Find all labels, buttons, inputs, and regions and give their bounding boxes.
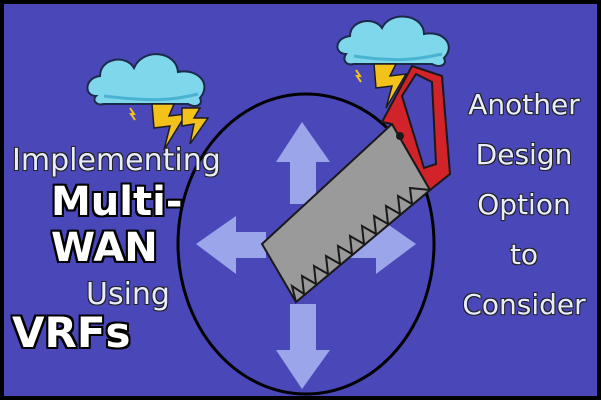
title-line-wan: WAN [51, 225, 158, 271]
title-line-multi: Multi- [51, 179, 183, 225]
subtitle-line-option: Option [477, 188, 571, 221]
subtitle-line-consider: Consider [462, 288, 586, 321]
title-line-vrfs: VRFs [12, 308, 131, 357]
storm-cloud-icon [336, 15, 450, 67]
title-line-using: Using [86, 277, 170, 312]
subtitle-line-another: Another [468, 88, 580, 121]
lightning-bolt-icon [129, 103, 210, 151]
hand-saw-icon [260, 64, 452, 304]
storm-cloud-icon [86, 53, 206, 107]
subtitle-line-design: Design [475, 138, 573, 171]
title-line-implementing: Implementing [12, 143, 221, 178]
lightning-bolt-icon [355, 63, 408, 109]
subtitle-line-to: to [509, 238, 539, 271]
illustration-canvas [86, 15, 452, 396]
